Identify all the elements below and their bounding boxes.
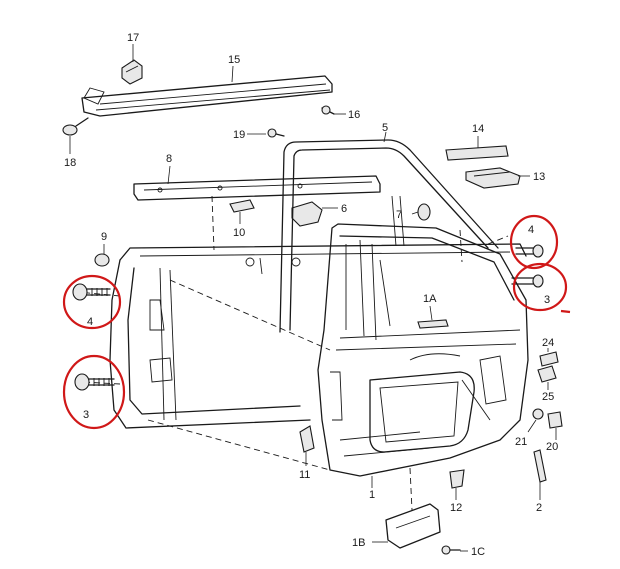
label-6: 6 bbox=[341, 203, 347, 215]
label-25: 25 bbox=[542, 391, 554, 403]
clip-12 bbox=[449, 469, 465, 489]
door-body-frame bbox=[109, 243, 527, 429]
bolt-4-right bbox=[515, 244, 544, 258]
label-1b: 1B bbox=[352, 537, 365, 549]
label-2: 2 bbox=[536, 502, 542, 514]
bolt-4-left bbox=[72, 283, 111, 301]
screw-18 bbox=[62, 117, 89, 136]
label-17: 17 bbox=[127, 32, 139, 44]
label-15: 15 bbox=[228, 54, 240, 66]
door-inner-panel-1 bbox=[317, 223, 529, 477]
grommet-7 bbox=[417, 203, 431, 221]
leader-lines bbox=[69, 44, 557, 552]
highlight-bolt-4-right bbox=[509, 214, 559, 270]
pad-10 bbox=[229, 199, 255, 213]
screw-1c bbox=[441, 545, 461, 555]
pin-16 bbox=[321, 105, 335, 115]
label-19: 19 bbox=[233, 129, 245, 141]
clip-20 bbox=[547, 411, 563, 429]
label-11: 11 bbox=[299, 469, 310, 481]
seal-2 bbox=[533, 449, 547, 483]
label-10: 10 bbox=[233, 227, 245, 239]
label-20: 20 bbox=[546, 441, 558, 453]
label-1: 1 bbox=[369, 489, 375, 501]
label-21: 21 bbox=[515, 436, 527, 448]
label-4-left: 4 bbox=[87, 316, 93, 328]
clip-25 bbox=[537, 365, 557, 383]
label-18: 18 bbox=[64, 157, 76, 169]
highlight-marks bbox=[62, 214, 571, 430]
part-labels: 17 15 16 18 19 5 14 13 8 6 10 7 9 4 3 4 … bbox=[64, 32, 558, 558]
clip-17 bbox=[121, 59, 143, 85]
label-8: 8 bbox=[166, 153, 172, 165]
label-3-left: 3 bbox=[83, 409, 89, 421]
label-24: 24 bbox=[542, 337, 554, 349]
highlight-bolt-3-right bbox=[512, 262, 568, 312]
highlight-bolt-4-left bbox=[62, 274, 122, 330]
bumper-9 bbox=[94, 253, 110, 267]
highlight-bolt-3-left bbox=[62, 354, 126, 430]
window-frame-5 bbox=[279, 139, 499, 333]
label-7: 7 bbox=[396, 209, 402, 221]
label-1c: 1C bbox=[471, 546, 485, 558]
screw-19 bbox=[267, 128, 285, 138]
label-9: 9 bbox=[101, 231, 107, 243]
label-13: 13 bbox=[533, 171, 545, 183]
screw-21 bbox=[532, 408, 544, 420]
bracket-6 bbox=[291, 201, 323, 227]
highlight-dash bbox=[560, 309, 571, 314]
trim-plate-1b bbox=[385, 503, 441, 549]
clip-24 bbox=[539, 351, 559, 367]
label-5: 5 bbox=[382, 122, 388, 134]
latch-13 bbox=[465, 167, 521, 189]
cap-11 bbox=[299, 425, 315, 453]
label-14: 14 bbox=[472, 123, 484, 135]
label-3-right: 3 bbox=[544, 294, 550, 306]
label-4-right: 4 bbox=[528, 224, 534, 236]
label-1a: 1A bbox=[423, 293, 437, 305]
cover-14 bbox=[445, 145, 509, 161]
inner-rail-8 bbox=[133, 175, 381, 201]
strip-1a bbox=[417, 319, 449, 329]
label-12: 12 bbox=[450, 502, 462, 514]
label-16: 16 bbox=[348, 109, 360, 121]
bolt-3-left bbox=[74, 373, 115, 391]
upper-trim-rail bbox=[81, 75, 333, 117]
